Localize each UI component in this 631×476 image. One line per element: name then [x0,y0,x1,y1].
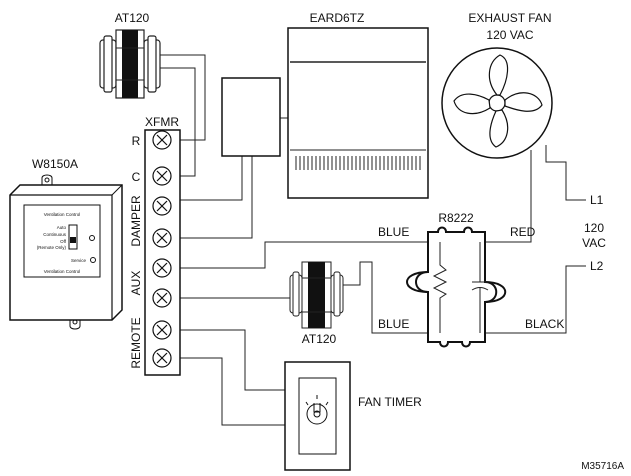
transformer-top-label: AT120 [115,11,150,25]
transformer-top: AT120 [99,11,161,99]
fan-hub [488,94,506,112]
transformer-mid: AT120 [289,261,344,346]
figure-id: M35716A [581,461,624,472]
power-voltage-line2: VAC [582,236,606,250]
screw-terminal [152,130,172,150]
wire-label-red: RED [510,225,536,239]
status-led [89,235,95,241]
terminal-c-label: C [132,170,141,184]
screw-terminal [152,228,172,248]
screw-terminal [152,258,172,278]
switch-option-off: Off [60,239,67,244]
power-l2-label: L2 [590,259,604,273]
fan-timer: FAN TIMER [284,361,422,471]
exhaust-fan-label-line1: EXHAUST FAN [468,11,551,25]
relay-box [221,77,281,157]
screw-terminal [152,196,172,216]
switch-option-remote-only: (Remote Only) [37,245,67,250]
terminal-remote-label: REMOTE [129,317,143,368]
terminal-aux-label: AUX [129,271,143,296]
power-l1-label: L1 [590,193,604,207]
transformer-mid-label: AT120 [302,332,337,346]
service-label: Service [71,258,87,263]
relay-label: R8222 [438,211,474,225]
ventilation-control-label: W8150A [32,157,78,171]
fan-blades [453,54,543,148]
screw-terminal [152,166,172,186]
wire-label-blue-bottom: BLUE [378,317,409,331]
exhaust-fan-label-line2: 120 VAC [486,28,533,42]
exhaust-fan: EXHAUST FAN 120 VAC [441,11,553,159]
ventilation-control: W8150A Ventilation Control Auto Continuo… [9,157,123,330]
power-voltage-line1: 120 [584,221,604,235]
terminal-block: XFMR R C DAMPER AUX REMOTE [129,115,181,376]
terminal-r-label: R [132,134,141,148]
terminal-block-label: XFMR [145,115,179,129]
screw-terminal [152,320,172,340]
control-panel-title: Ventilation Control [44,212,81,217]
control-panel-footer: Ventilation Control [44,269,81,274]
damper-motor: EARD6TZ [287,11,429,199]
service-indicator [90,257,96,263]
switch-option-continuous: Continuous [43,232,67,237]
wire-label-black: BLACK [525,317,564,331]
wire-label-blue-top: BLUE [378,225,409,239]
damper-label: EARD6TZ [310,11,365,25]
switch-option-auto: Auto [57,225,67,230]
screw-terminal [152,288,172,308]
terminal-damper-label: DAMPER [129,195,143,247]
fan-timer-label: FAN TIMER [358,395,422,409]
relay-r8222: R8222 [406,211,506,348]
screw-terminal [152,348,172,368]
